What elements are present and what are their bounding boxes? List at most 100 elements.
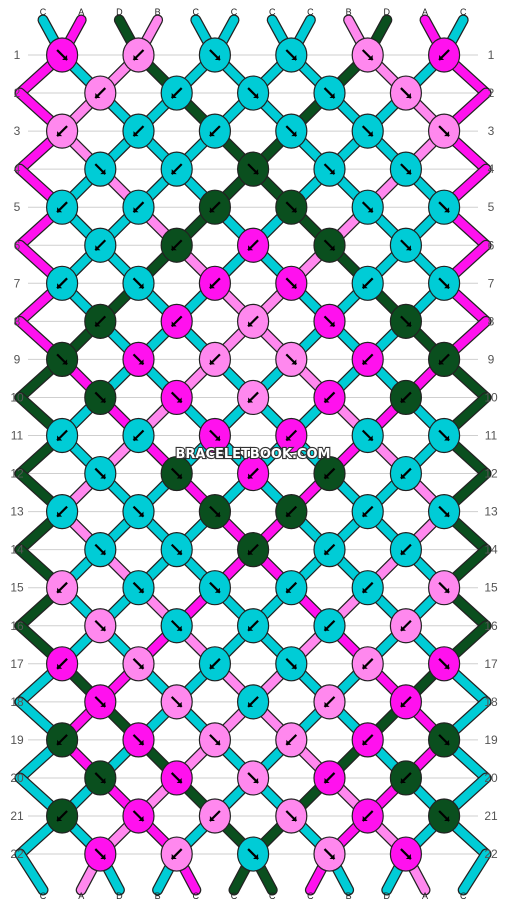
knot — [160, 455, 193, 492]
knot — [122, 265, 155, 301]
knot — [84, 151, 117, 187]
knot-arrowhead-icon — [362, 663, 368, 669]
knot-arrowhead-icon — [444, 663, 450, 669]
knot-arrowhead-icon — [100, 854, 106, 860]
knot-arrowhead-icon — [400, 473, 406, 479]
knot — [45, 341, 79, 377]
row-label-left: 2 — [14, 86, 21, 100]
knot-arrowhead-icon — [286, 511, 292, 517]
knot-arrowhead-icon — [171, 169, 177, 175]
knot-arrowhead-icon — [444, 435, 450, 441]
knot — [351, 494, 384, 530]
knot — [198, 113, 231, 149]
knot — [122, 417, 155, 454]
knot-arrowhead-icon — [95, 93, 101, 99]
knot — [389, 608, 422, 644]
knot-arrowhead-icon — [253, 777, 259, 783]
knot — [122, 341, 155, 377]
knot-arrowhead-icon — [329, 93, 335, 99]
knot — [313, 379, 346, 416]
knot-arrowhead-icon — [444, 816, 450, 821]
knot-arrowhead-icon — [324, 549, 330, 555]
knot-arrowhead-icon — [57, 511, 63, 517]
knot-arrowhead-icon — [133, 131, 139, 137]
knot-arrowhead-icon — [286, 739, 292, 745]
knot — [351, 37, 384, 73]
row-label-left: 12 — [10, 467, 24, 481]
knot-arrowhead-icon — [176, 473, 182, 479]
row-label-right: 8 — [488, 314, 495, 328]
knot-arrowhead-icon — [286, 435, 292, 441]
row-label-left: 22 — [10, 847, 24, 861]
strand-label-bottom: C — [460, 891, 467, 901]
row-label-right: 12 — [484, 467, 498, 481]
knot-arrowhead-icon — [62, 55, 68, 60]
knot-arrowhead-icon — [248, 397, 254, 403]
knot — [428, 494, 461, 530]
knot — [275, 798, 308, 834]
knot-arrowhead-icon — [400, 625, 406, 631]
row-label-left: 14 — [10, 543, 24, 557]
knot — [275, 265, 308, 301]
knot-arrowhead-icon — [367, 131, 373, 137]
row-label-left: 7 — [14, 276, 21, 290]
knot-arrowhead-icon — [176, 777, 182, 783]
knot — [389, 684, 422, 720]
row-label-left: 4 — [14, 162, 21, 176]
knot — [389, 75, 422, 111]
knot — [351, 341, 384, 377]
knot-arrowhead-icon — [367, 207, 373, 213]
knot — [237, 608, 270, 644]
row-label-right: 7 — [488, 276, 495, 290]
knot — [198, 341, 231, 377]
knot-arrowhead-icon — [400, 397, 406, 403]
knot — [237, 836, 270, 872]
knot-arrowhead-icon — [405, 169, 411, 175]
knot-arrowhead-icon — [133, 55, 139, 60]
knot-arrowhead-icon — [138, 511, 144, 517]
row-label-left: 10 — [10, 390, 24, 404]
knot-arrowhead-icon — [171, 854, 177, 860]
row-label-right: 4 — [488, 162, 495, 176]
knot-arrowhead-icon — [362, 359, 368, 365]
knot — [160, 151, 193, 187]
knot-arrowhead-icon — [57, 207, 63, 213]
row-label-right: 13 — [484, 505, 498, 519]
knot — [160, 379, 193, 416]
knot-arrowhead-icon — [209, 816, 215, 821]
knot — [237, 227, 270, 263]
strand-label-bottom: C — [193, 891, 200, 901]
knot-arrowhead-icon — [248, 549, 254, 555]
knot — [351, 646, 384, 682]
knot-arrowhead-icon — [405, 854, 411, 860]
knot — [160, 836, 193, 872]
knot — [122, 113, 155, 149]
row-label-left: 1 — [14, 48, 21, 62]
knot-arrowhead-icon — [176, 397, 182, 403]
knot — [313, 151, 346, 187]
knot — [198, 646, 231, 682]
knot-arrowhead-icon — [138, 739, 144, 745]
knot-arrowhead-icon — [171, 93, 177, 99]
knot-arrowhead-icon — [329, 854, 335, 860]
knot — [45, 113, 79, 149]
knot-arrowhead-icon — [291, 663, 297, 669]
knot — [198, 417, 231, 454]
knot-arrowhead-icon — [214, 587, 220, 593]
knot — [313, 532, 346, 568]
row-label-left: 19 — [10, 733, 24, 747]
strand-label-top: C — [231, 7, 238, 17]
knot-arrowhead-icon — [362, 739, 368, 745]
knot-arrowhead-icon — [329, 169, 335, 175]
knot — [237, 532, 270, 568]
row-label-right: 19 — [484, 733, 498, 747]
knot — [275, 494, 308, 530]
knot-arrowhead-icon — [324, 473, 330, 479]
knot-arrowhead-icon — [324, 701, 330, 707]
knot-arrowhead-icon — [209, 663, 215, 669]
watermark-text: BRACELETBOOK.COM — [176, 447, 331, 462]
knot — [428, 341, 461, 377]
knot — [122, 722, 155, 758]
knot — [351, 113, 384, 149]
